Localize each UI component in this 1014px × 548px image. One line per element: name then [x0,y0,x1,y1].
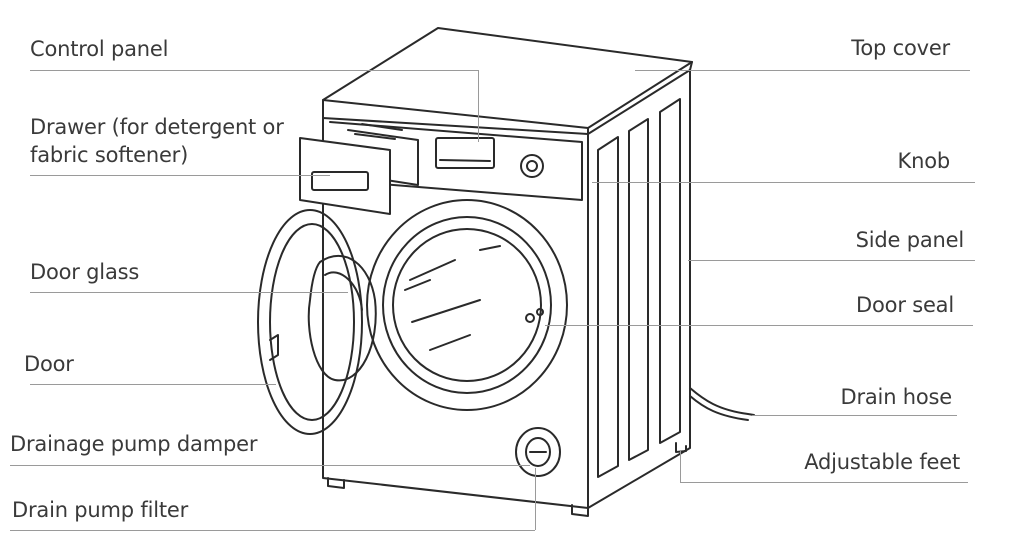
leader-drain-hose [752,415,957,416]
label-side-panel: Side panel [855,228,965,252]
leader-adjustable-feet [680,482,968,483]
leader-drainage-pump-damper [10,465,530,466]
label-adjustable-feet: Adjustable feet [804,450,960,474]
drawer-tray [347,129,419,186]
side-rib-2 [628,118,649,461]
label-drain-pump-filter: Drain pump filter [12,498,189,522]
label-drainage-pump-damper: Drainage pump damper [10,432,258,456]
label-knob: Knob [897,149,951,173]
pump-filter-cover [515,427,561,477]
door-glass [307,255,377,382]
porthole-inner [382,216,552,394]
leader-control-panel [30,70,478,71]
label-drain-hose: Drain hose [840,385,952,409]
leader-door-seal [545,325,973,326]
leader-top-cover [635,70,970,71]
control-strip [329,121,583,201]
leader-drain-pump-filter [10,530,535,531]
leader-door [30,384,276,385]
leader-vertical-control-panel [478,70,479,142]
label-door-seal: Door seal [856,293,954,317]
leader-vertical-pump-filter [535,468,536,530]
label-drawer-line2: fabric softener) [30,143,189,167]
label-door: Door [24,352,74,376]
foot-right [675,442,687,453]
door-ring [257,209,363,435]
label-drawer-line1: Drawer (for detergent or [30,115,284,139]
leader-vertical-feet [680,450,681,482]
leader-drawer [30,175,330,176]
leader-door-glass [30,292,348,293]
knob [520,154,544,178]
label-control-panel: Control panel [30,37,169,61]
label-top-cover: Top cover [851,36,950,60]
foot-front [571,504,589,517]
foot-left [327,477,345,489]
drain-hose [689,387,755,416]
porthole-outer [366,199,568,411]
side-rib-3 [659,98,681,444]
leader-side-panel [688,260,975,261]
label-door-glass: Door glass [30,260,140,284]
display-window [435,137,495,169]
drawer-front [299,137,391,215]
side-rib-1 [597,136,619,478]
cabinet-side [587,69,691,509]
leader-knob [592,182,975,183]
